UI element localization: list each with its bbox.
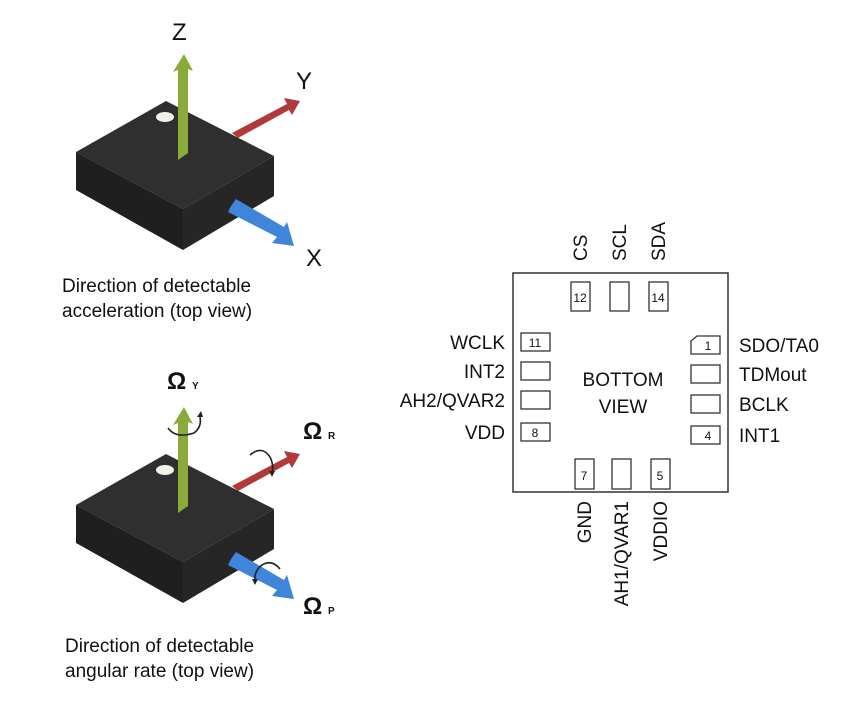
pin-ah1-qvar1: AH1/QVAR1 (611, 458, 633, 606)
pin-pad (520, 390, 551, 410)
pin-int2: INT2 (464, 361, 551, 383)
pin-bclk: BCLK (690, 394, 789, 416)
gyro-chip (76, 407, 300, 603)
pin-label: CS (571, 235, 592, 261)
accel-y-arrow (232, 98, 300, 138)
pin-int1: 4 INT1 (690, 425, 780, 447)
pin-label: SCL (610, 224, 631, 261)
pin-pad (520, 332, 551, 352)
pin-pad (690, 394, 721, 414)
accel-chip (76, 54, 300, 250)
pin-pad (648, 281, 669, 312)
pin-pad (520, 422, 551, 442)
pin-number: 7 (581, 469, 588, 483)
pin-pad (690, 364, 721, 384)
pin-label: TDMout (739, 365, 807, 386)
svg-text:Ω: Ω (303, 418, 322, 445)
pin-pad (650, 458, 671, 490)
axis-label-y: Y (296, 68, 312, 95)
pin-label: GND (575, 501, 596, 543)
gyro-label-pitch: Ω P (303, 593, 335, 620)
pin-label: SDO/TA0 (739, 336, 819, 357)
accel-x-arrow (228, 199, 294, 246)
svg-text:R: R (328, 431, 336, 442)
pin-number: 8 (532, 426, 539, 440)
pin-label: INT2 (464, 362, 505, 383)
pin-wclk: 11 WCLK (450, 332, 551, 354)
pin-pad (609, 281, 630, 312)
gyro-caption: Direction of detectable angular rate (to… (65, 634, 254, 684)
pin-number: 4 (705, 429, 712, 443)
pin1-pad-notched (690, 335, 721, 355)
pin-cs: 12 CS (570, 235, 592, 312)
roll-rotation-icon (249, 449, 274, 474)
package-center-label-line2: VIEW (599, 397, 648, 418)
pin-vdd: 8 VDD (465, 422, 551, 444)
pin-label: SDA (649, 222, 670, 261)
gyro-roll-arrow (232, 451, 300, 491)
pin-label: WCLK (450, 333, 505, 354)
pin-label: AH1/QVAR1 (612, 501, 633, 606)
pin1-marker-dot (156, 112, 174, 122)
pin-number: 14 (651, 291, 665, 305)
gyro-caption-line2: angular rate (top view) (65, 661, 255, 682)
accel-caption: Direction of detectable acceleration (to… (62, 274, 252, 324)
accel-z-arrow (173, 54, 193, 160)
pin-number: 11 (529, 336, 542, 350)
pin-pad (690, 425, 721, 445)
pin-scl: SCL (609, 224, 631, 312)
svg-text:Y: Y (192, 381, 199, 392)
svg-text:Ω: Ω (167, 368, 186, 395)
gyro-caption-line1: Direction of detectable (65, 636, 255, 657)
gyro-pitch-arrow (228, 552, 294, 599)
pin-label: VDD (465, 423, 505, 444)
pin-tdmout: TDMout (690, 364, 807, 386)
pin-number: 1 (705, 339, 712, 353)
pin-sdo-ta0: 1 SDO/TA0 (690, 335, 819, 357)
accel-caption-line2: acceleration (top view) (62, 301, 253, 322)
pin-label: AH2/QVAR2 (400, 391, 505, 412)
pin-number: 5 (657, 469, 664, 483)
gyro-label-roll: Ω R (303, 418, 336, 445)
pin-pad (611, 458, 632, 490)
axis-label-x: X (306, 245, 322, 272)
package-center-label-line1: BOTTOM (583, 370, 664, 391)
pitch-rotation-icon (254, 561, 281, 582)
pin-pad (574, 458, 595, 490)
pin-ah2-qvar2: AH2/QVAR2 (400, 390, 551, 412)
svg-text:Ω: Ω (303, 593, 322, 620)
pin-sda: 14 SDA (648, 222, 670, 312)
svg-text:P: P (328, 606, 335, 617)
pin-label: VDDIO (651, 501, 672, 561)
pin-label: INT1 (739, 426, 780, 447)
pin-number: 12 (573, 291, 587, 305)
pin-pad (520, 361, 551, 381)
gyro-label-yaw: Ω Y (167, 368, 199, 395)
axis-label-z: Z (172, 19, 187, 46)
pin-label: BCLK (739, 395, 789, 416)
yaw-rotation-icon (167, 416, 202, 436)
pin-pad (570, 281, 591, 312)
accel-caption-line1: Direction of detectable (62, 276, 252, 297)
gyro-yaw-arrow (173, 407, 193, 513)
